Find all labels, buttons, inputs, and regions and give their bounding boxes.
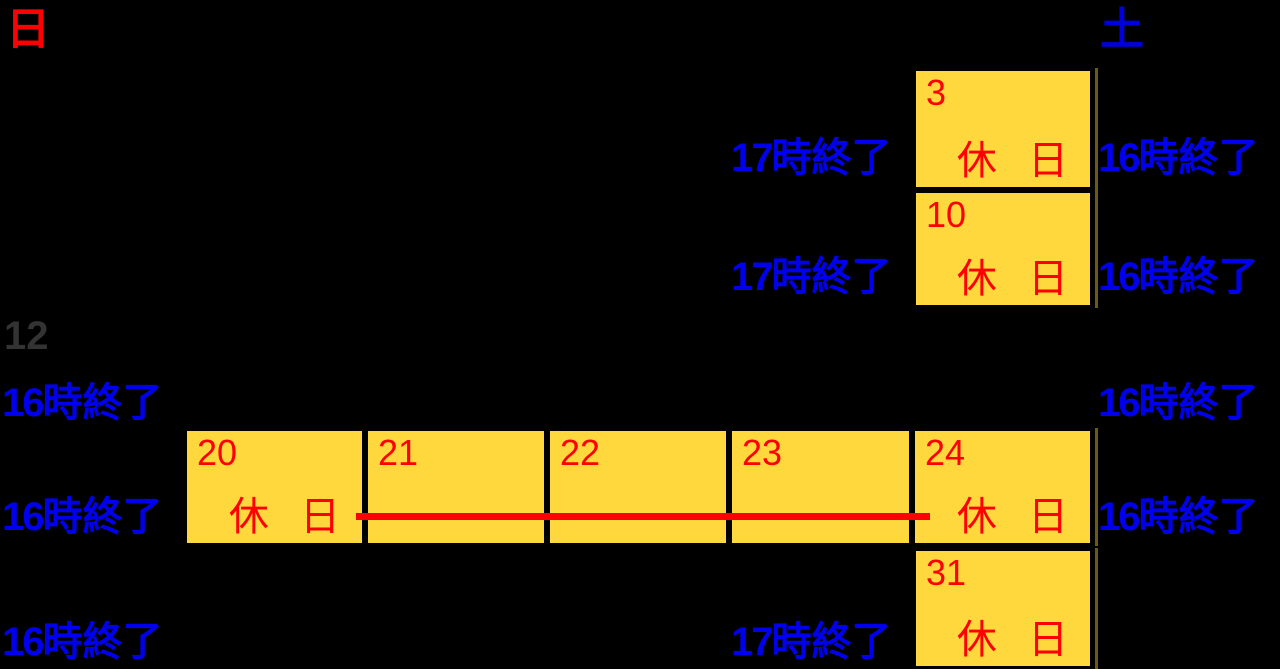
day-number: 21 [378,432,419,473]
note-row2-right-hour: 16 [1098,255,1140,299]
day-number: 22 [560,432,601,473]
holiday-label: 休 日 [956,618,1078,662]
day-cell-20[interactable]: 20 休 日 [184,428,365,546]
note-row1-left: 17時終了 [731,138,892,178]
day-number: 31 [926,552,967,593]
month-label: 12 [4,314,49,358]
note-row1-right-hour: 16 [1098,136,1140,180]
holiday-label: 休 日 [956,257,1078,301]
day-number: 23 [742,432,783,473]
grid-right-rule-bottom [1095,548,1098,669]
weekday-header-sunday: 日 [6,5,50,54]
day-cell-24[interactable]: 24 休 日 [912,428,1093,546]
note-row3-left: 16時終了 [2,383,163,423]
note-row5-right-tail: 時終了 [771,620,892,664]
note-row5-right: 17時終了 [731,622,892,662]
note-row3-right-tail: 時終了 [1138,381,1259,425]
note-row2-right-tail: 時終了 [1138,255,1259,299]
holiday-label: 休 日 [956,495,1078,539]
day-cell-10[interactable]: 10 休 日 [913,190,1093,308]
note-row1-right-tail: 時終了 [1138,136,1259,180]
holiday-label: 休 日 [228,495,350,539]
note-row4-left-tail: 時終了 [42,495,163,539]
day-cell-23[interactable]: 23 [729,428,912,546]
note-row2-left-hour: 17 [731,255,773,299]
note-row4-right: 16時終了 [1098,497,1259,537]
note-row5-left-hour: 16 [2,620,44,664]
holiday-span-strike [356,513,930,520]
note-row5-left-tail: 時終了 [42,620,163,664]
note-row3-left-hour: 16 [2,381,44,425]
note-row2-left: 17時終了 [731,257,892,297]
note-row4-left-hour: 16 [2,495,44,539]
note-row4-right-hour: 16 [1098,495,1140,539]
day-cell-22[interactable]: 22 [547,428,729,546]
note-row1-left-tail: 時終了 [771,136,892,180]
note-row3-right-hour: 16 [1098,381,1140,425]
day-cell-21[interactable]: 21 [365,428,547,546]
day-cell-31[interactable]: 31 休 日 [913,548,1093,669]
holiday-label: 休 日 [956,139,1078,183]
note-row4-right-tail: 時終了 [1138,495,1259,539]
note-row1-right: 16時終了 [1098,138,1259,178]
note-row1-left-hour: 17 [731,136,773,180]
grid-right-rule-mid [1095,428,1098,546]
day-number: 24 [925,432,966,473]
weekday-header-saturday: 土 [1100,5,1144,54]
note-row3-left-tail: 時終了 [42,381,163,425]
note-row3-right: 16時終了 [1098,383,1259,423]
day-number: 10 [926,194,967,235]
note-row2-right: 16時終了 [1098,257,1259,297]
note-row4-left: 16時終了 [2,497,163,537]
note-row2-left-tail: 時終了 [771,255,892,299]
day-number: 20 [197,432,238,473]
note-row5-right-hour: 17 [731,620,773,664]
grid-right-rule-top [1095,68,1098,308]
day-cell-3[interactable]: 3 休 日 [913,68,1093,190]
note-row5-left: 16時終了 [2,622,163,662]
day-number: 3 [926,72,947,113]
